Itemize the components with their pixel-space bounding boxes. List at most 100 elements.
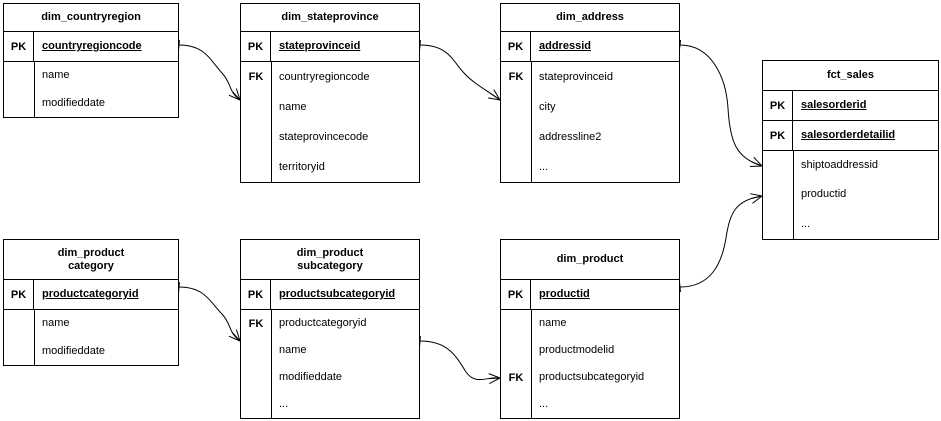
field-row[interactable]: PK salesorderid	[763, 91, 938, 121]
field-name: productsubcategoryid	[279, 288, 396, 300]
field-row[interactable]: modifieddate	[4, 338, 178, 366]
field-row[interactable]: PK stateprovinceid	[241, 32, 419, 62]
field-name: ...	[279, 398, 289, 410]
field-row[interactable]: name	[4, 310, 178, 338]
field-row[interactable]: ...	[763, 210, 938, 239]
field-name: productcategoryid	[42, 288, 139, 300]
field-name: name	[42, 69, 70, 82]
field-name: productsubcategoryid	[539, 371, 645, 383]
field-row[interactable]: PK productsubcategoryid	[241, 280, 419, 310]
field-row[interactable]: ...	[241, 391, 419, 418]
field-row[interactable]: modifieddate	[4, 90, 178, 118]
field-row[interactable]: name	[241, 92, 419, 122]
field-name: countryregioncode	[42, 40, 142, 52]
field-row[interactable]: name	[501, 310, 679, 337]
cardinality-many-crowsfoot-prong-0	[232, 91, 241, 101]
field-key-badge-empty	[763, 151, 793, 180]
relationship-countryregion-to-stateprovince[interactable]	[178, 39, 241, 101]
cardinality-many-crowsfoot-prong-2	[488, 373, 501, 379]
field-name: stateprovinceid	[539, 70, 613, 83]
field-row[interactable]: FK stateprovinceid	[501, 62, 679, 92]
relationship-address-to-sales[interactable]	[678, 39, 763, 167]
field-row[interactable]: name	[4, 62, 178, 90]
entity-title-dim_countryregion: dim_countryregion	[4, 4, 178, 32]
entity-title-dim_productsubcategory: dim_product subcategory	[241, 240, 419, 280]
field-row[interactable]: modifieddate	[241, 364, 419, 391]
field-key-badge-pk: PK	[241, 280, 271, 309]
field-row[interactable]: name	[241, 337, 419, 364]
field-key-badge-empty	[241, 364, 271, 391]
field-key-badge-fk: FK	[508, 71, 524, 83]
field-row[interactable]: productid	[763, 180, 938, 209]
field-key-badge-empty	[501, 391, 531, 418]
cardinality-many-crowsfoot-prong-1	[228, 94, 241, 101]
relationship-line	[419, 340, 501, 381]
field-key-badge-pk: PK	[501, 32, 531, 61]
relationship-product-to-sales[interactable]	[679, 193, 763, 293]
field-key-badge-empty	[4, 338, 34, 366]
field-row[interactable]: stateprovincecode	[241, 122, 419, 152]
field-name: addressid	[539, 40, 591, 52]
cardinality-many-crowsfoot-prong-1	[489, 377, 501, 385]
field-row[interactable]: ...	[501, 391, 679, 418]
field-name: stateprovinceid	[279, 40, 361, 52]
entity-rows-dim_countryregion: PK countryregioncode name modifieddate	[4, 32, 178, 117]
field-name: ...	[539, 398, 549, 410]
field-name: territoryid	[279, 160, 325, 173]
field-row[interactable]: city	[501, 92, 679, 122]
relationship-line	[679, 195, 763, 288]
entity-title-dim_address: dim_address	[501, 4, 679, 32]
field-name: modifieddate	[42, 96, 105, 109]
relationship-line	[178, 44, 241, 101]
entity-title-dim_stateprovince: dim_stateprovince	[241, 4, 419, 32]
field-row[interactable]: FK productsubcategoryid	[501, 364, 679, 391]
field-key-badge-fk: FK	[508, 371, 524, 384]
field-name: addressline2	[539, 130, 602, 143]
relationship-stateprovince-to-address[interactable]	[419, 39, 501, 101]
field-key-badge-empty	[241, 391, 271, 418]
field-name: salesorderid	[801, 99, 867, 111]
field-name: ...	[539, 160, 549, 173]
field-row[interactable]: PK countryregioncode	[4, 32, 178, 62]
field-row[interactable]: PK salesorderdetailid	[763, 121, 938, 151]
field-row[interactable]: territoryid	[241, 152, 419, 182]
field-key-badge-pk: PK	[4, 32, 34, 61]
field-key-badge-fk: FK	[248, 71, 264, 83]
field-name: productcategoryid	[279, 317, 367, 329]
field-key-badge-pk: PK	[241, 32, 271, 61]
cardinality-many-crowsfoot-prong-0	[751, 195, 763, 200]
field-row[interactable]: PK addressid	[501, 32, 679, 62]
field-row[interactable]: productmodelid	[501, 337, 679, 364]
field-key-badge-pk: PK	[763, 121, 793, 150]
field-row[interactable]: ...	[501, 152, 679, 182]
field-key-badge-pk: PK	[763, 91, 793, 120]
field-name: productid	[539, 288, 590, 300]
field-name: name	[279, 344, 307, 356]
field-row[interactable]: addressline2	[501, 122, 679, 152]
field-name: shiptoaddressid	[801, 159, 879, 172]
relationship-productsubcategory-to-product[interactable]	[419, 335, 501, 385]
field-key-badge-empty	[501, 92, 531, 122]
field-key-badge-empty	[763, 180, 793, 209]
field-row[interactable]: shiptoaddressid	[763, 151, 938, 180]
cardinality-many-crowsfoot-prong-1	[752, 195, 763, 204]
field-name: salesorderdetailid	[801, 129, 896, 141]
relationship-productcategory-to-subcategory[interactable]	[178, 281, 241, 342]
entity-body-dim_address: FK stateprovinceid city addressline2...	[501, 62, 679, 182]
field-name: productid	[801, 188, 847, 201]
field-key-badge-empty	[501, 310, 531, 337]
